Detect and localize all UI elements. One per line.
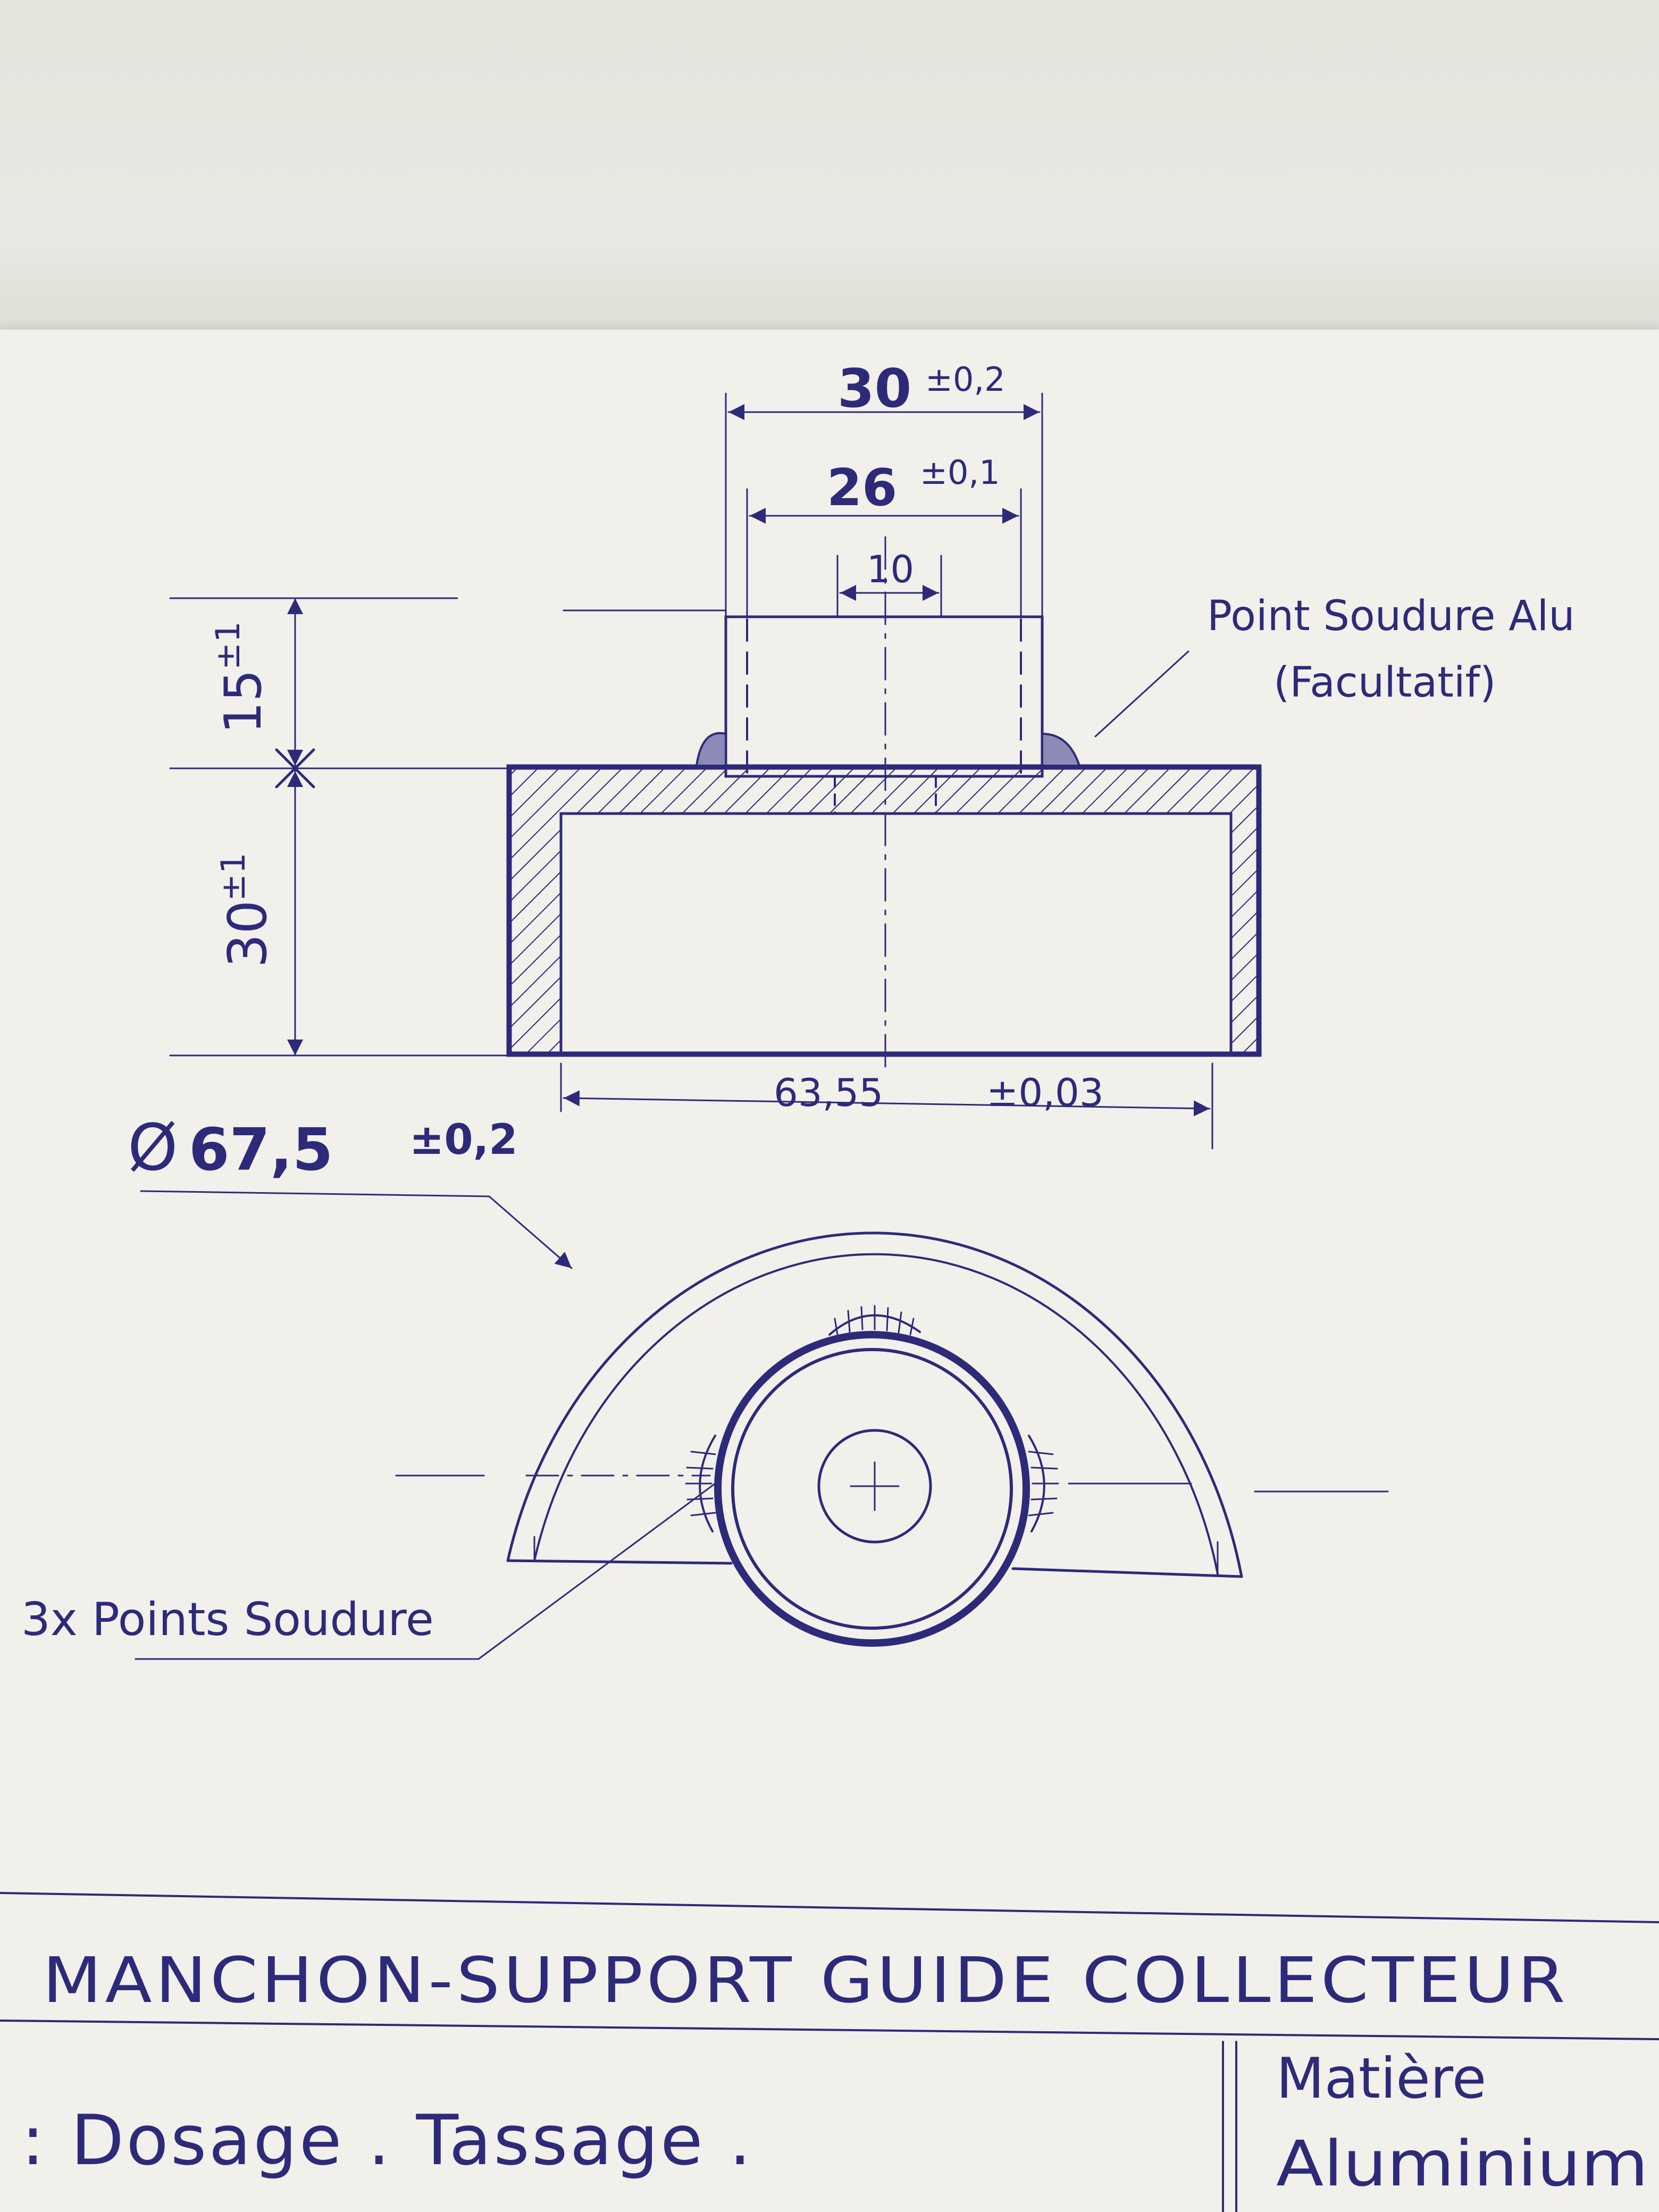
dim-26-tol: ±0,1 bbox=[920, 453, 1000, 492]
outer-arc bbox=[506, 1231, 1243, 1578]
project-name: : Dosage . Tassage . bbox=[21, 2100, 753, 2181]
dim-diameter-value: 67,5 bbox=[189, 1116, 333, 1184]
center-hole bbox=[817, 1429, 932, 1544]
weld-blob-right bbox=[1041, 732, 1081, 767]
plan-view bbox=[135, 1190, 1389, 1660]
dim-30v-tol: ±1 bbox=[214, 853, 253, 901]
material-value: Aluminium bbox=[1276, 2127, 1648, 2200]
dimension-labels: 30 ±0,2 26 ±0,1 10 63,55 ±0,03 15 ±1 30 … bbox=[128, 357, 1104, 1185]
note-optional: (Facultatif) bbox=[1273, 659, 1496, 707]
top-boss bbox=[724, 615, 1044, 778]
dim-30-tol: ±0,2 bbox=[925, 360, 1006, 399]
dim-10-value: 10 bbox=[867, 548, 914, 591]
dim-63-value: 63,55 bbox=[774, 1070, 883, 1115]
leader-weld-points bbox=[135, 1482, 716, 1660]
weld-points bbox=[685, 1305, 1059, 1532]
title-block: MANCHON-SUPPORT GUIDE COLLECTEUR : Dosag… bbox=[21, 1943, 1648, 2200]
body-cavity bbox=[559, 812, 1233, 1054]
dim-15-value: 15 bbox=[214, 669, 273, 734]
note-weld-points: 3x Points Soudure bbox=[21, 1593, 434, 1646]
title-block-lines bbox=[0, 1892, 1659, 2212]
dim-26-value: 26 bbox=[827, 459, 897, 517]
leader-diameter bbox=[140, 1190, 573, 1269]
dim-30v-value: 30 bbox=[216, 900, 279, 968]
dim-30-value: 30 bbox=[837, 357, 911, 420]
dim-line-63 bbox=[563, 1090, 1211, 1117]
dim-diameter-tol: ±0,2 bbox=[409, 1116, 518, 1164]
weld-blob-left bbox=[695, 732, 727, 767]
material-label: Matière bbox=[1276, 2046, 1486, 2111]
note-weld-alu: Point Soudure Alu bbox=[1207, 592, 1575, 640]
boss-ring-outer bbox=[714, 1331, 1030, 1647]
body-outline bbox=[506, 764, 1262, 1057]
leader-weld-alu bbox=[1094, 650, 1189, 738]
notes: Point Soudure Alu (Facultatif) 3x Points… bbox=[21, 592, 1575, 1646]
diameter-symbol: Ø bbox=[128, 1111, 178, 1185]
dim-63-tol: ±0,03 bbox=[986, 1070, 1104, 1115]
inner-arc bbox=[533, 1253, 1219, 1575]
section-view bbox=[169, 392, 1262, 1150]
boss-ring-inner bbox=[731, 1348, 1013, 1630]
drawing-title: MANCHON-SUPPORT GUIDE COLLECTEUR bbox=[43, 1943, 1569, 2017]
background-sheet bbox=[0, 0, 1659, 340]
dim-15-tol: ±1 bbox=[208, 622, 247, 670]
